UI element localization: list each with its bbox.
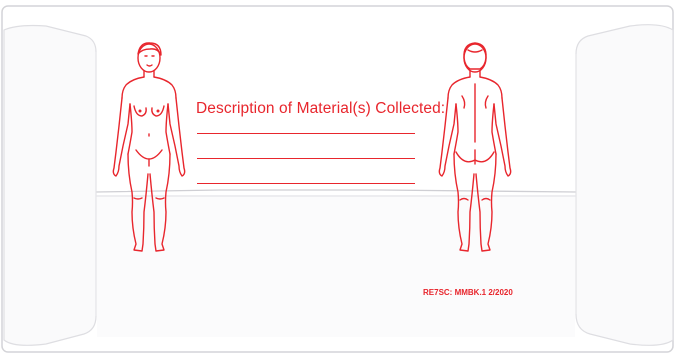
body-diagram-front-icon [104, 40, 194, 256]
description-title: Description of Material(s) Collected: [196, 100, 445, 118]
right-flap [576, 25, 673, 346]
description-line[interactable] [197, 158, 415, 159]
body-diagram-back-icon [430, 40, 520, 256]
description-line[interactable] [197, 183, 415, 184]
description-line[interactable] [197, 133, 415, 134]
form-code: RE7SC: MMBK.1 2/2020 [423, 288, 513, 297]
left-flap [4, 26, 96, 346]
